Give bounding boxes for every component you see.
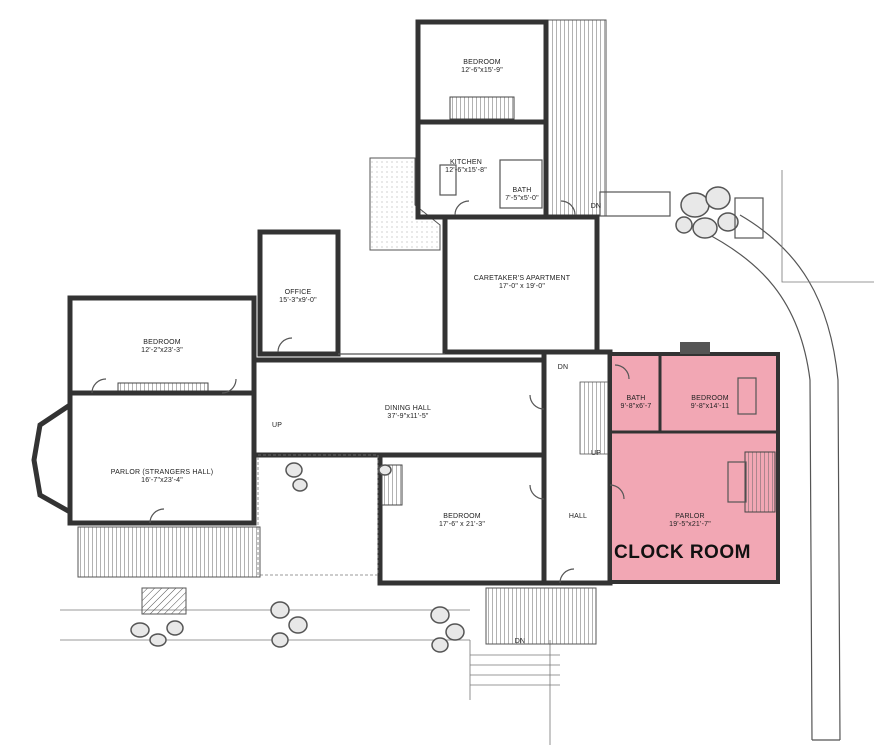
- south-porch-west: [77, 526, 261, 578]
- office-walls: [257, 229, 445, 357]
- south-steps: [470, 654, 560, 686]
- room-labels: BEDROOM 12'-6"x15'-9" KITCHEN 12'-6"x15'…: [111, 59, 730, 528]
- kitchen-size: 12'-6"x15'-8": [445, 167, 487, 174]
- stone-steps-east: [599, 186, 764, 239]
- stone-piers: [130, 462, 465, 653]
- stair-dn-hall: DN: [558, 364, 569, 371]
- bedroom-clock-size: 9'-8"x14'-11: [691, 403, 730, 410]
- bedroom-south-size: 17'-6" x 21'-3": [439, 521, 485, 528]
- north-porch: [545, 19, 607, 217]
- caretaker-size: 17'-0" x 19'-0": [499, 283, 545, 290]
- dining-name: DINING HALL: [385, 405, 431, 412]
- bedroom-top-size: 12'-6"x15'-9": [461, 67, 503, 74]
- south-porch-east: [485, 587, 597, 645]
- bedroom-top-name: BEDROOM: [463, 59, 501, 66]
- office-name: OFFICE: [285, 289, 312, 296]
- stair-up-dining: UP: [272, 422, 282, 429]
- bedroom-south-name: BEDROOM: [443, 513, 481, 520]
- hall-name: HALL: [569, 513, 587, 520]
- parlor-clock-size: 19'-5"x21'-7": [669, 521, 711, 528]
- bedroom-west-size: 12'-2"x23'-3": [141, 347, 183, 354]
- bath-top-name: BATH: [513, 187, 532, 194]
- clock-room[interactable]: CLOCK ROOM: [608, 342, 780, 584]
- stair-up-hall: UP: [591, 450, 601, 457]
- bath-clock-size: 9'-8"x6'-7: [621, 403, 652, 410]
- bath-clock-name: BATH: [627, 395, 646, 402]
- parlor-clock-name: PARLOR: [675, 513, 704, 520]
- office-size: 15'-3"x9'-0": [279, 297, 317, 304]
- kitchen-name: KITCHEN: [450, 159, 482, 166]
- dining-size: 37'-9"x11'-5": [387, 413, 429, 420]
- west-wing-walls: [31, 295, 257, 526]
- stair-dn-north: DN: [591, 203, 602, 210]
- west-shed: [369, 157, 441, 251]
- stair-labels: UP UP DN DN DN: [272, 203, 601, 645]
- parlor-west-name: PARLOR (STRANGERS HALL): [111, 469, 214, 476]
- door-swings: [91, 200, 630, 584]
- parlor-west-size: 16'-7"x23'-4": [141, 477, 183, 484]
- stair-dn-south: DN: [515, 638, 526, 645]
- bedroom-west-name: BEDROOM: [143, 339, 181, 346]
- caretaker-name: CARETAKER'S APARTMENT: [474, 275, 571, 282]
- bedroom-clock-name: BEDROOM: [691, 395, 729, 402]
- north-wing-walls: [415, 19, 600, 355]
- clock-room-label: CLOCK ROOM: [614, 542, 751, 563]
- center-walls: [251, 349, 613, 586]
- bath-top-size: 7'-5"x5'-0": [505, 195, 539, 202]
